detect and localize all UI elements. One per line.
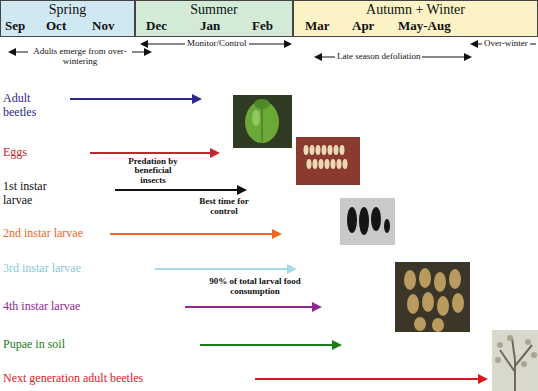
stage-label: Adult beetles xyxy=(3,92,65,120)
month-label: Dec xyxy=(146,19,167,34)
stage-arrow xyxy=(110,233,280,235)
month-label: Oct xyxy=(46,19,66,34)
stage-label: 1st instar larvae xyxy=(3,180,65,208)
season-note: Monitor/Control xyxy=(185,38,249,48)
month-label: Feb xyxy=(252,19,273,34)
stage-arrow xyxy=(255,378,486,380)
eggs-photo xyxy=(296,137,360,185)
month-label: Nov xyxy=(92,19,114,34)
month-label: May-Aug xyxy=(398,19,451,34)
stage-arrow xyxy=(155,268,295,270)
stage-arrow xyxy=(70,98,200,100)
season-name: Autumn + Winter xyxy=(294,1,537,18)
season-name: Spring xyxy=(1,1,134,18)
month-label: Sep xyxy=(5,19,25,34)
stage-label: Next generation adult beetles xyxy=(3,372,143,386)
note: Best time for control xyxy=(192,196,256,217)
month-label: Jan xyxy=(200,19,220,34)
month-label: Apr xyxy=(352,19,374,34)
month-label: Mar xyxy=(305,19,330,34)
stage-label: Eggs xyxy=(3,146,27,160)
larvae-photo xyxy=(395,262,470,332)
stage-label: Pupae in soil xyxy=(3,338,65,352)
season-note: Adults emerge from over-wintering xyxy=(28,46,132,67)
stage-arrow xyxy=(90,152,218,154)
note: 90% of total larval food consumption xyxy=(205,276,305,297)
stage-arrow xyxy=(185,306,320,308)
larvae-photo xyxy=(340,198,395,245)
season-note: Over-winter xyxy=(482,38,530,48)
stage-label: 2nd instar larvae xyxy=(3,227,83,241)
stage-label: 3rd instar larvae xyxy=(3,262,81,276)
season-name: Summer xyxy=(136,1,292,18)
beetle-photo xyxy=(233,95,292,148)
tree-photo xyxy=(492,330,538,391)
stage-label: 4th instar larvae xyxy=(3,300,80,314)
stage-arrow xyxy=(115,189,245,191)
note: Predation by beneficial insects xyxy=(122,157,184,185)
season-note: Late season defoliation xyxy=(335,51,422,61)
stage-arrow xyxy=(200,344,340,346)
